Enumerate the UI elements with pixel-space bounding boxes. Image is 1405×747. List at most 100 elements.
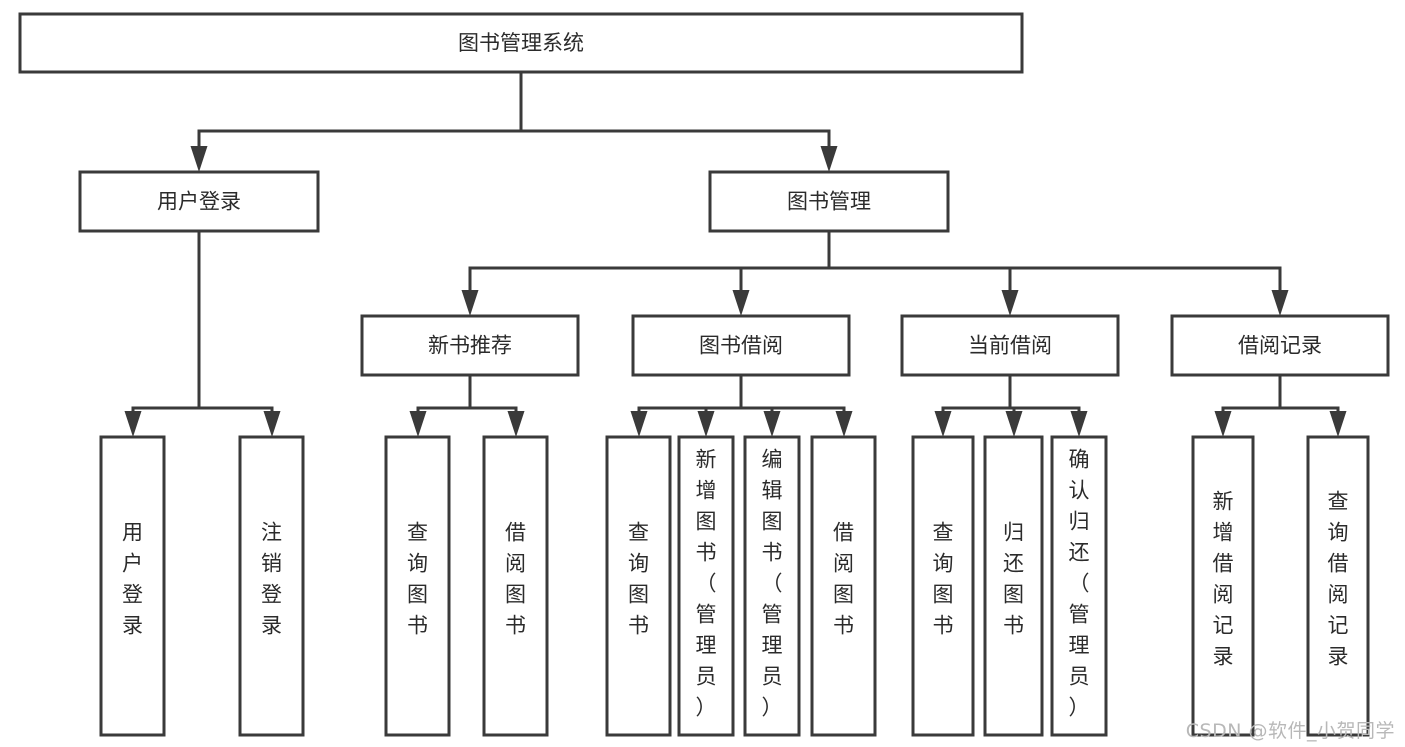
connector-book-manage-to-borrow-record	[827, 231, 1289, 316]
arrow-head-icon	[835, 411, 853, 437]
node-box-leaf-record-query[interactable]	[1306, 435, 1370, 737]
node-label-root: 图书管理系统	[458, 31, 584, 55]
connector-root-to-user-login	[190, 72, 523, 172]
node-box-user-login[interactable]	[78, 170, 320, 233]
arrow-head-icon	[763, 411, 781, 437]
connector-book-manage-to-book-borrow	[732, 231, 831, 316]
csdn-watermark: CSDN @软件_小贺同学	[1185, 720, 1395, 742]
node-current-borrow[interactable]: 当前借阅	[900, 314, 1120, 377]
node-box-leaf-user-login[interactable]	[99, 435, 166, 737]
node-box-leaf-current-return[interactable]	[983, 435, 1044, 737]
node-box-leaf-borrow-query[interactable]	[605, 435, 672, 737]
node-label-leaf-current-return: 归还图书	[1003, 521, 1024, 638]
node-leaf-current-query[interactable]: 查询图书	[911, 435, 975, 737]
connector-book-manage-to-new-book-rec	[461, 231, 831, 316]
connector-user-login-to-leaf-user-login	[124, 231, 201, 437]
arrow-head-icon	[263, 411, 281, 437]
arrow-head-icon	[934, 411, 952, 437]
arrow-head-icon	[190, 146, 208, 172]
node-leaf-record-add[interactable]: 新增借阅记录	[1191, 435, 1255, 737]
node-label-leaf-current-confirm: 确认归还（管理员）	[1069, 448, 1090, 720]
node-leaf-borrow-do[interactable]: 借阅图书	[810, 435, 877, 737]
connector-current-borrow-to-leaf-current-confirm	[1008, 375, 1088, 437]
connector-new-book-rec-to-leaf-rec-query	[409, 375, 472, 437]
connector-new-book-rec-to-leaf-rec-borrow	[468, 375, 525, 437]
connector-current-borrow-to-leaf-current-return	[1005, 375, 1023, 437]
arrow-head-icon	[697, 411, 715, 437]
node-label-leaf-borrow-add: 新增图书（管理员）	[696, 448, 717, 720]
node-box-current-borrow[interactable]	[900, 314, 1120, 377]
node-box-leaf-rec-borrow[interactable]	[482, 435, 549, 737]
connector-root-to-book-manage	[519, 72, 838, 172]
arrow-head-icon	[1214, 411, 1232, 437]
connector-book-borrow-to-leaf-borrow-add	[697, 375, 743, 437]
connector-book-borrow-to-leaf-borrow-query	[630, 375, 743, 437]
node-label-leaf-record-query: 查询借阅记录	[1328, 490, 1349, 669]
node-leaf-current-return[interactable]: 归还图书	[983, 435, 1044, 737]
connector-book-borrow-to-leaf-borrow-edit	[739, 375, 781, 437]
node-label-borrow-record: 借阅记录	[1238, 334, 1322, 358]
node-leaf-user-login[interactable]: 用户登录	[99, 435, 166, 737]
node-new-book-rec[interactable]: 新书推荐	[360, 314, 580, 377]
node-book-manage[interactable]: 图书管理	[708, 170, 950, 233]
node-user-login[interactable]: 用户登录	[78, 170, 320, 233]
node-label-leaf-user-login: 用户登录	[122, 521, 143, 638]
connector-user-login-to-leaf-user-logout	[197, 231, 281, 437]
node-box-leaf-borrow-add[interactable]	[677, 435, 735, 737]
node-label-leaf-borrow-query: 查询图书	[628, 521, 649, 638]
arrow-head-icon	[461, 290, 479, 316]
connector-borrow-record-to-leaf-record-query	[1278, 375, 1347, 437]
arrow-head-icon	[820, 146, 838, 172]
node-label-current-borrow: 当前借阅	[968, 334, 1052, 358]
node-label-leaf-user-logout: 注销登录	[261, 521, 282, 638]
node-leaf-rec-borrow[interactable]: 借阅图书	[482, 435, 549, 737]
connector-borrow-record-to-leaf-record-add	[1214, 375, 1282, 437]
node-box-leaf-record-add[interactable]	[1191, 435, 1255, 737]
arrow-head-icon	[1271, 290, 1289, 316]
node-book-borrow[interactable]: 图书借阅	[631, 314, 851, 377]
arrow-head-icon	[124, 411, 142, 437]
node-label-book-borrow: 图书借阅	[699, 334, 783, 358]
arrow-head-icon	[507, 411, 525, 437]
nodes-layer: 图书管理系统用户登录图书管理新书推荐图书借阅当前借阅借阅记录用户登录注销登录查询…	[18, 12, 1390, 737]
node-box-leaf-current-query[interactable]	[911, 435, 975, 737]
node-label-leaf-current-query: 查询图书	[933, 521, 954, 638]
node-box-leaf-rec-query[interactable]	[384, 435, 451, 737]
node-leaf-borrow-add[interactable]: 新增图书（管理员）	[677, 435, 735, 737]
arrow-head-icon	[1329, 411, 1347, 437]
node-box-leaf-borrow-edit[interactable]	[743, 435, 801, 737]
node-box-root[interactable]	[18, 12, 1024, 74]
node-box-book-borrow[interactable]	[631, 314, 851, 377]
arrow-head-icon	[1001, 290, 1019, 316]
node-leaf-record-query[interactable]: 查询借阅记录	[1306, 435, 1370, 737]
node-box-new-book-rec[interactable]	[360, 314, 580, 377]
node-leaf-rec-query[interactable]: 查询图书	[384, 435, 451, 737]
node-box-book-manage[interactable]	[708, 170, 950, 233]
node-leaf-borrow-edit[interactable]: 编辑图书（管理员）	[743, 435, 801, 737]
node-borrow-record[interactable]: 借阅记录	[1170, 314, 1390, 377]
node-leaf-current-confirm[interactable]: 确认归还（管理员）	[1050, 435, 1108, 737]
node-label-leaf-borrow-edit: 编辑图书（管理员）	[762, 448, 783, 720]
node-root[interactable]: 图书管理系统	[18, 12, 1024, 74]
node-label-leaf-rec-borrow: 借阅图书	[505, 521, 526, 638]
connectors-layer	[124, 72, 1347, 437]
node-label-user-login: 用户登录	[157, 190, 241, 214]
arrow-head-icon	[732, 290, 750, 316]
node-label-book-manage: 图书管理	[787, 190, 871, 214]
connector-book-manage-to-current-borrow	[827, 231, 1019, 316]
node-box-leaf-current-confirm[interactable]	[1050, 435, 1108, 737]
node-label-new-book-rec: 新书推荐	[428, 334, 512, 358]
node-box-borrow-record[interactable]	[1170, 314, 1390, 377]
node-leaf-borrow-query[interactable]: 查询图书	[605, 435, 672, 737]
connector-current-borrow-to-leaf-current-query	[934, 375, 1012, 437]
arrow-head-icon	[1005, 411, 1023, 437]
node-leaf-user-logout[interactable]: 注销登录	[238, 435, 305, 737]
arrow-head-icon	[630, 411, 648, 437]
arrow-head-icon	[409, 411, 427, 437]
node-box-leaf-user-logout[interactable]	[238, 435, 305, 737]
connector-book-borrow-to-leaf-borrow-do	[739, 375, 853, 437]
node-box-leaf-borrow-do[interactable]	[810, 435, 877, 737]
node-label-leaf-rec-query: 查询图书	[407, 521, 428, 638]
